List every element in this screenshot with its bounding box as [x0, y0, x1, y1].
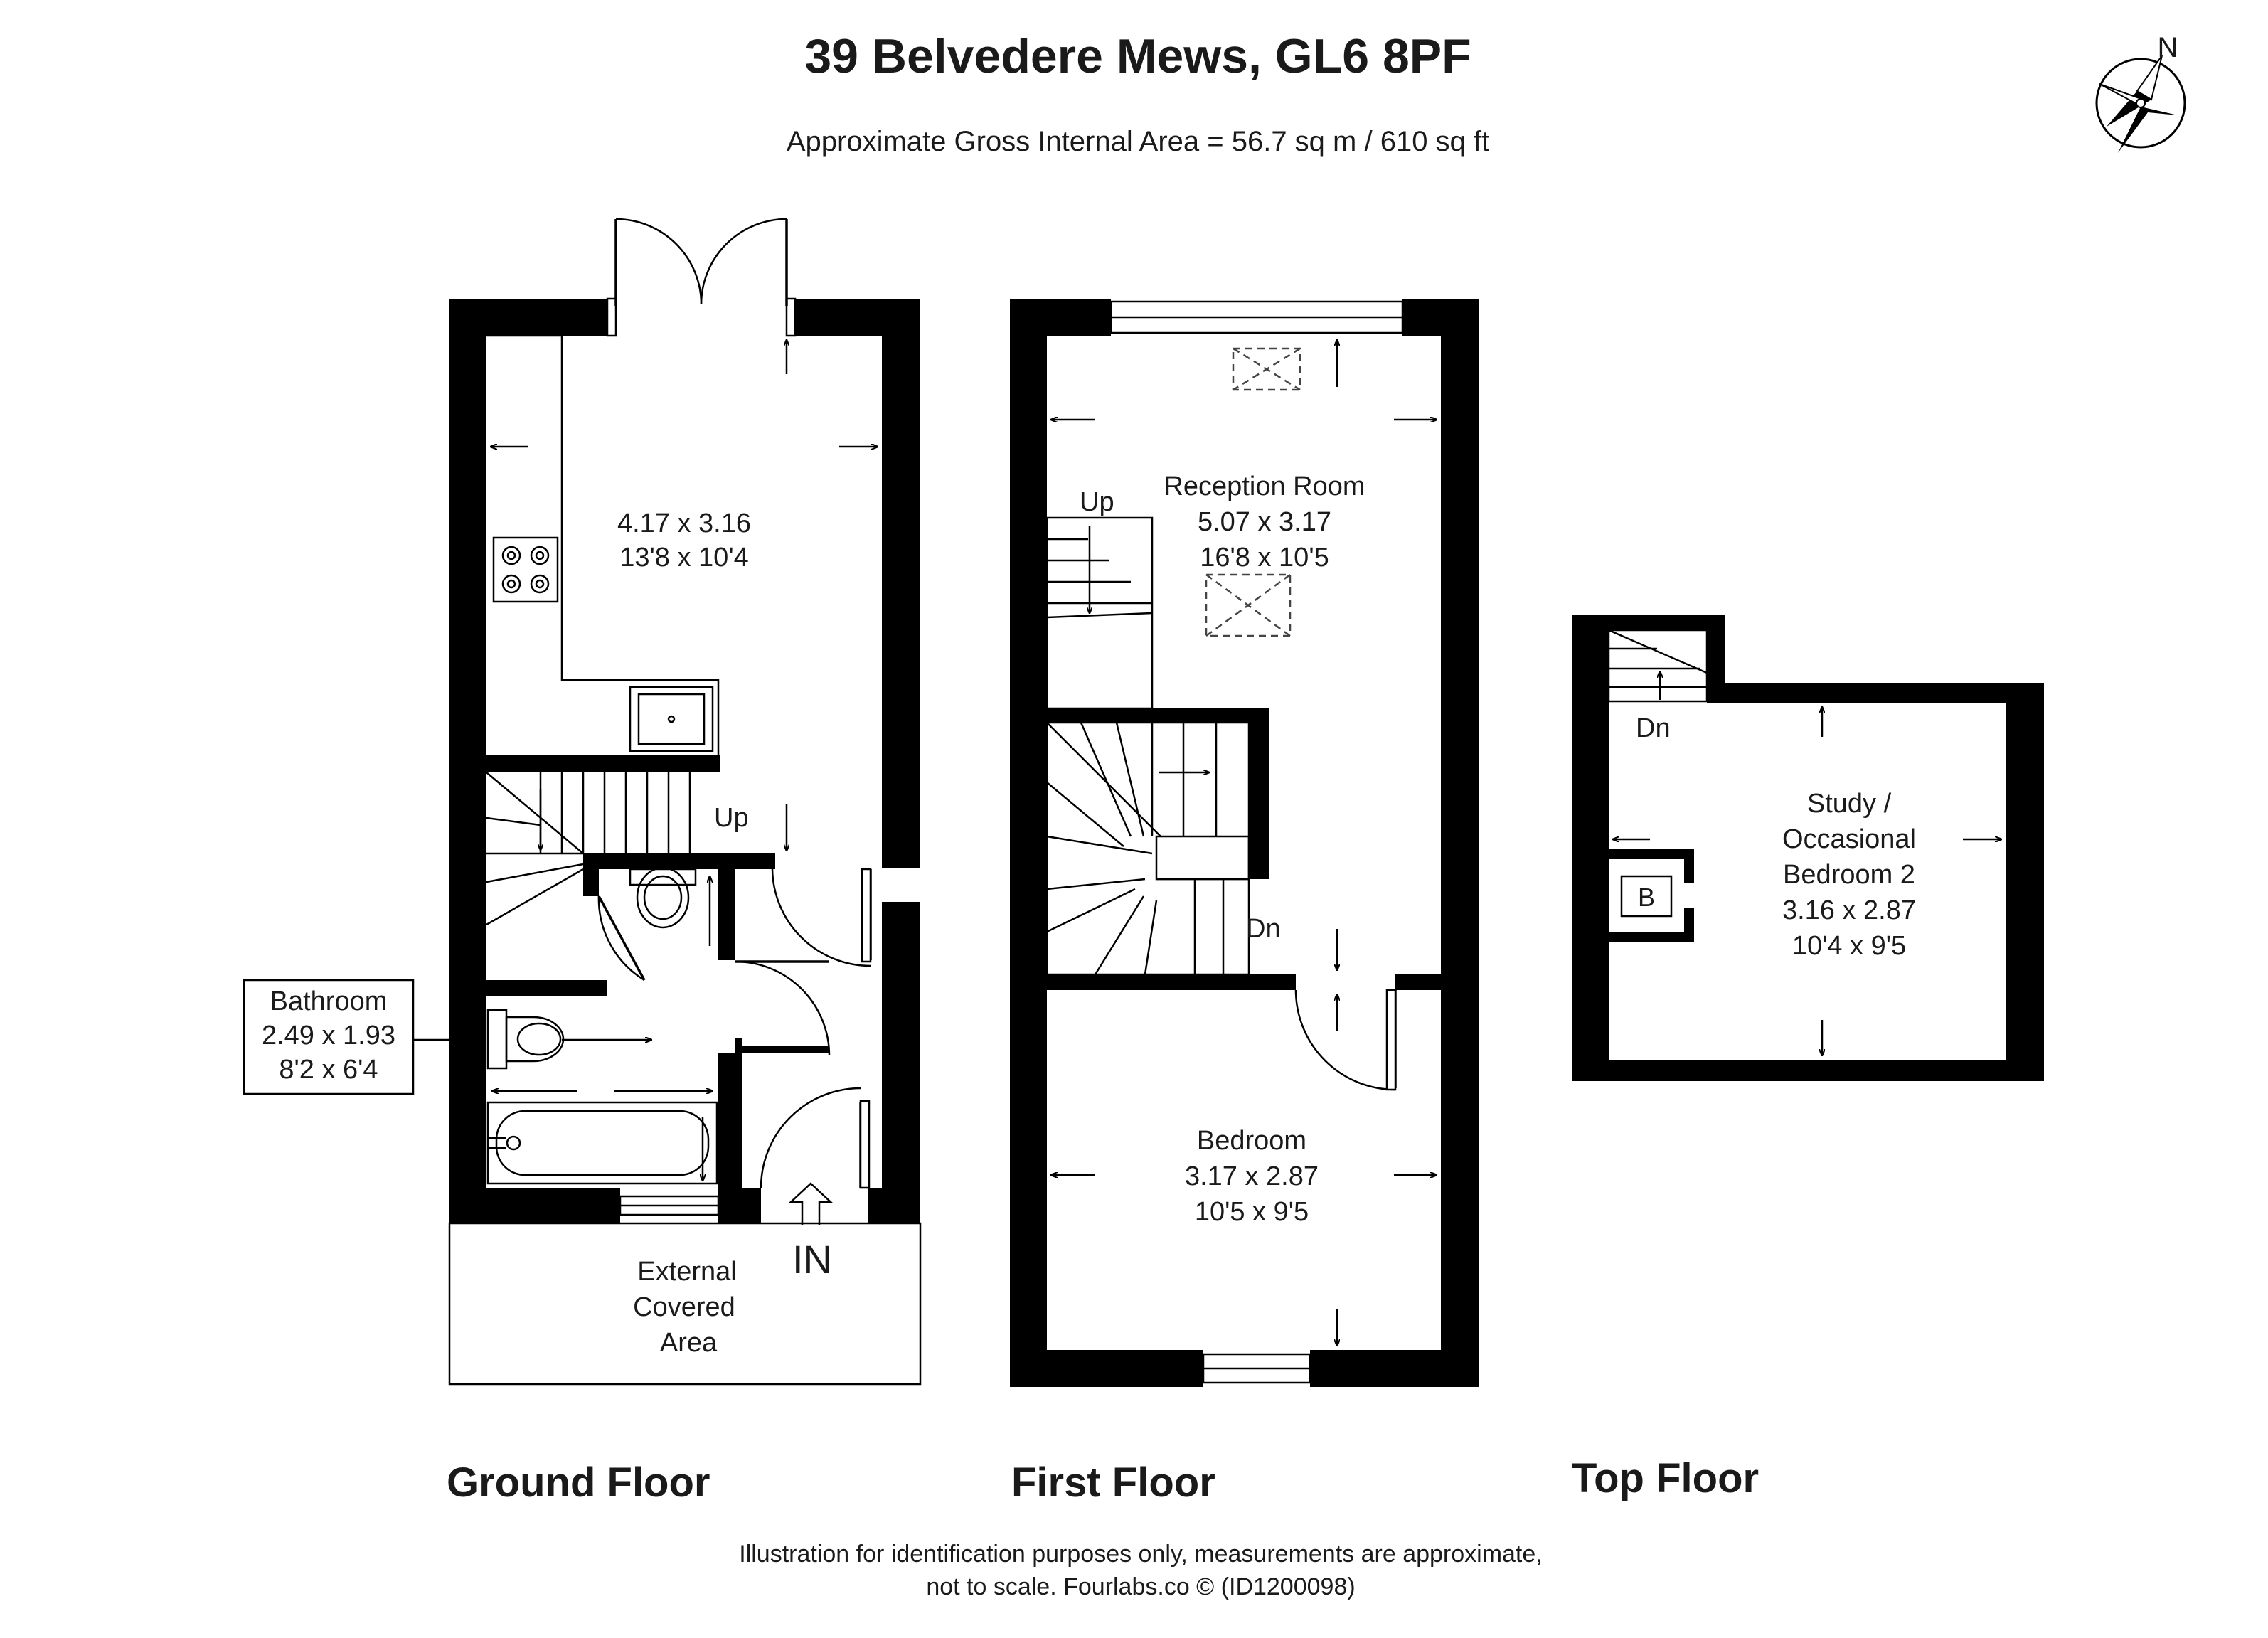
- external-area-line-2: Covered: [633, 1292, 735, 1322]
- top-floor-plan: [1572, 615, 2044, 1081]
- bathroom-imperial: 8'2 x 6'4: [279, 1055, 378, 1085]
- skylight-icon: [1232, 347, 1301, 391]
- top-floor-stairs: [1607, 629, 1708, 703]
- bedroom-metric: 3.17 x 2.87: [1185, 1161, 1319, 1191]
- skylight-icon: [1205, 573, 1292, 637]
- disclaimer-line-2: not to scale. Fourlabs.co © (ID1200098): [926, 1573, 1355, 1600]
- boiler-label: B: [1638, 883, 1655, 912]
- ground-floor-label: Ground Floor: [447, 1459, 710, 1506]
- first-floor-plan: [1010, 299, 1479, 1387]
- study-name-line-3: Bedroom 2: [1783, 860, 1915, 890]
- first-floor-down-stairs: [1045, 721, 1250, 976]
- reception-metric: 5.07 x 3.17: [1198, 507, 1331, 537]
- bathtub-icon: [486, 1101, 718, 1185]
- compass-icon: [2095, 55, 2186, 153]
- kitchen-sink-icon: [629, 686, 714, 752]
- toilet-icon: [486, 1009, 565, 1070]
- kitchen-metric: 4.17 x 3.16: [617, 509, 751, 538]
- kitchen-imperial: 13'8 x 10'4: [619, 543, 748, 573]
- reception-imperial: 16'8 x 10'5: [1200, 543, 1329, 573]
- top-stairs-down-label: Dn: [1636, 713, 1671, 743]
- study-name-line-1: Study /: [1807, 789, 1892, 819]
- external-area-line-3: Area: [660, 1328, 718, 1358]
- entrance-label: IN: [792, 1237, 832, 1282]
- first-floor-upper-stairs: [1045, 516, 1154, 710]
- wash-basin-icon: [629, 866, 697, 929]
- study-imperial: 10'4 x 9'5: [1792, 931, 1906, 961]
- study-name-line-2: Occasional: [1782, 824, 1916, 854]
- reception-name: Reception Room: [1164, 472, 1365, 501]
- first-stairs-down-label: Dn: [1246, 914, 1281, 944]
- bedroom-name: Bedroom: [1197, 1126, 1306, 1156]
- first-stairs-up-label: Up: [1080, 487, 1114, 517]
- bathroom-metric: 2.49 x 1.93: [262, 1021, 395, 1051]
- plan-title: 39 Belvedere Mews, GL6 8PF: [804, 29, 1471, 83]
- ground-staircase: [486, 772, 691, 926]
- hob-icon: [492, 536, 559, 603]
- top-floor-label: Top Floor: [1572, 1455, 1759, 1501]
- disclaimer-line-1: Illustration for identification purposes…: [739, 1541, 1543, 1568]
- bathroom-label-box: [243, 979, 415, 1095]
- study-metric: 3.16 x 2.87: [1782, 895, 1916, 925]
- first-floor-label: First Floor: [1011, 1459, 1215, 1506]
- ground-stairs-up-label: Up: [714, 803, 749, 833]
- external-area-line-1: External: [637, 1257, 736, 1287]
- bathroom-name: Bathroom: [270, 986, 388, 1016]
- bedroom-imperial: 10'5 x 9'5: [1195, 1197, 1309, 1227]
- gross-area-text: Approximate Gross Internal Area = 56.7 s…: [787, 126, 1489, 157]
- compass-north-label: N: [2158, 32, 2178, 63]
- ground-floor-plan: Up: [448, 218, 922, 1386]
